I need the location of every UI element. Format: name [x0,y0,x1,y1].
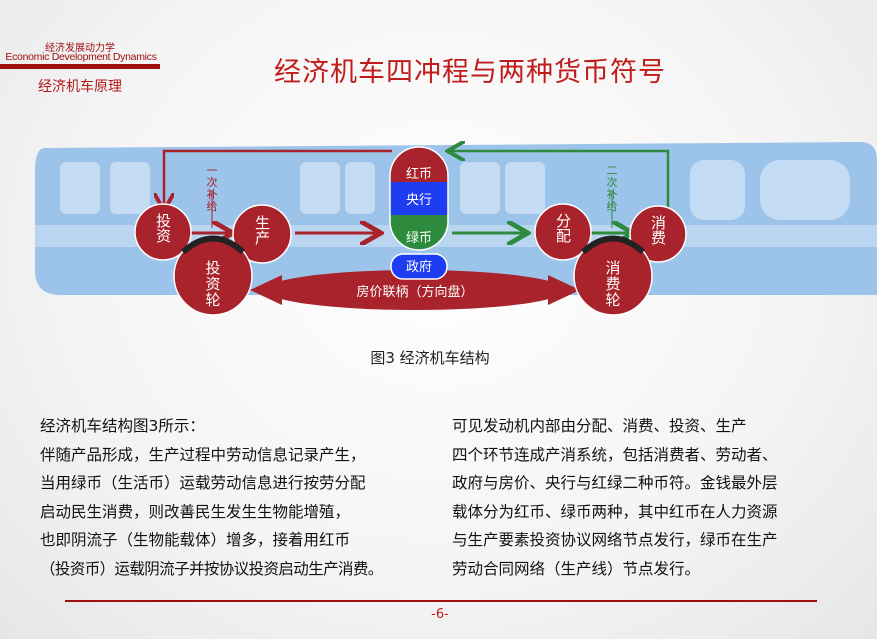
consume-label: 消费 [649,215,667,245]
text-line: 可见发动机内部由分配、消费、投资、生产 [452,417,747,435]
text-line: 也即阴流子（生物能载体）增多，接着用红币 [40,531,351,549]
distribute-label: 分配 [554,213,572,243]
text-line: 劳动合同网络（生产线）节点发行。 [452,559,701,578]
text-line: 伴随产品形成，生产过程中劳动信息记录产生， [40,445,366,464]
subject-en: Economic Development Dynamics [5,51,157,63]
page-number: -6- [431,607,449,622]
svg-text:二: 二 [607,164,618,177]
subject-cn: 经济发展动力学 [45,43,115,54]
svg-text:轮: 轮 [605,291,620,309]
svg-text:次: 次 [607,175,618,189]
government-node [390,253,448,280]
invest-node [134,203,192,261]
text-line: 启动民生消费，则改善民生发生生物能增殖， [40,502,351,521]
produce-label: 生产 [253,215,271,245]
svg-text:次: 次 [207,175,218,189]
text-line: 政府与房价、央行与红绿二种币符。金钱最外层 [452,474,778,492]
consume-node [629,205,687,263]
invest-label: 投资 [154,213,172,243]
svg-text:轮: 轮 [205,291,220,309]
svg-text:房价联柄（方向盘）: 房价联柄（方向盘） [356,284,473,300]
text-line: 载体分为红币、绿币两种，其中红币在人力资源 [452,502,778,521]
red-coin-label: 红币 [406,166,432,182]
svg-text:投: 投 [205,259,220,277]
text-line: 四个环节连成产消系统，包括消费者、劳动者、 [452,445,778,464]
green-coin-label: 绿币 [406,231,432,246]
text-line: 与生产要素投资协议网络节点发行，绿币在生产 [452,531,778,549]
central-bank-label: 央行 [406,193,432,208]
text-line: （投资币）运载阴流子并按协议投资启动生产消费。 [40,559,383,578]
right-paragraph: 可见发动机内部由分配、消费、投资、生产 四个环节连成产消系统，包括消费者、劳动者… [452,412,778,583]
svg-text:消: 消 [605,259,620,277]
footer-divider [65,600,817,602]
svg-text:补: 补 [207,188,218,201]
svg-text:给: 给 [607,200,618,213]
government-label: 政府 [406,260,432,275]
svg-text:一: 一 [207,164,218,177]
left-paragraph: 经济机车结构图3所示： 伴随产品形成，生产过程中劳动信息记录产生， 当用绿币（生… [40,412,383,583]
svg-text:费: 费 [605,275,620,293]
section-title: 经济机车原理 [38,79,122,95]
produce-node [232,204,292,264]
figure-caption: 图3 经济机车结构 [370,349,490,367]
slide-title: 经济机车四冲程与两种货币符号 [274,57,666,88]
svg-text:给: 给 [207,200,218,213]
svg-text:补: 补 [607,188,618,201]
distribute-node [534,203,592,261]
svg-text:资: 资 [205,275,220,293]
header-divider [0,64,160,69]
text-line: 当用绿币（生活币）运载劳动信息进行按劳分配 [40,474,366,492]
text-line: 经济机车结构图3所示： [40,417,205,435]
housing-price-handle: 房价联柄（方向盘） [250,270,580,310]
